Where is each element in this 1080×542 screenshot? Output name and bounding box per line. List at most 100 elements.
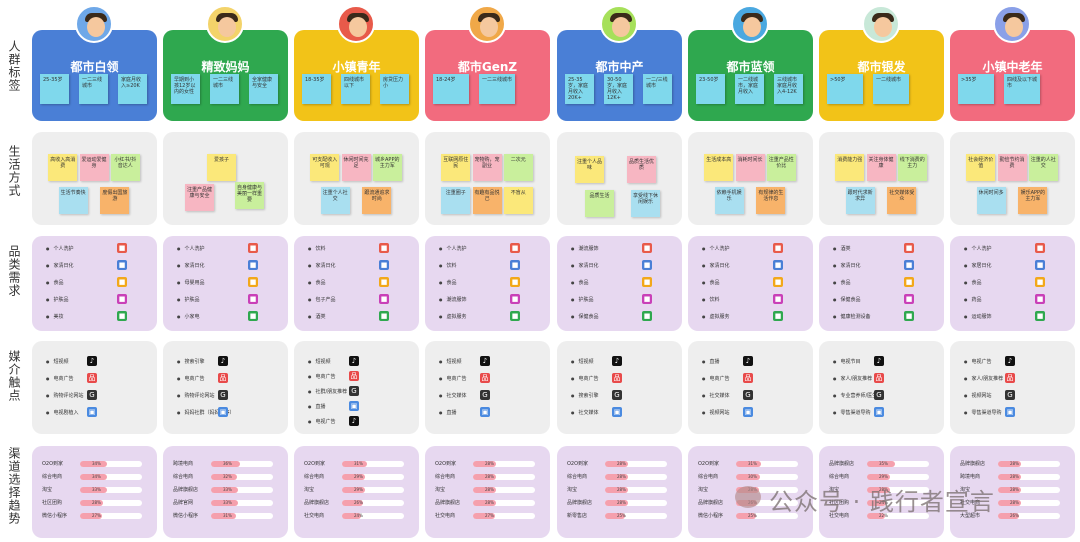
category-item: 护肤品 bbox=[571, 296, 594, 303]
channel-bar bbox=[342, 487, 366, 493]
channel-name: 淘宝 bbox=[698, 487, 709, 493]
channel-name: 跨境电商 bbox=[173, 461, 194, 467]
channel-bar-track: 28% bbox=[605, 461, 667, 467]
persona-tag: 30-50岁，家庭月收入12K+ bbox=[604, 74, 633, 104]
category-panel: 饮料■家清日化■食品■包子产品■酒类■ bbox=[294, 236, 419, 331]
media-item: 零售渠道导购 bbox=[964, 409, 1002, 416]
channel-name: 淘宝 bbox=[42, 487, 53, 493]
persona-title: 都市中产 bbox=[595, 60, 644, 74]
channel-bar-track: 28% bbox=[998, 487, 1060, 493]
channel-bar-track: 27% bbox=[80, 513, 142, 519]
channel-bar bbox=[80, 513, 102, 519]
channel-bar bbox=[211, 500, 238, 506]
persona-tag: 家庭月收入≥20K bbox=[118, 74, 147, 104]
lifestyle-note: 有趣有品悦己 bbox=[472, 187, 502, 214]
channel-percent: 34% bbox=[92, 461, 101, 466]
media-item: 搜索引擎 bbox=[177, 358, 205, 365]
media-icon: G bbox=[874, 390, 884, 400]
media-icon: G bbox=[218, 390, 228, 400]
category-item: 食品 bbox=[964, 279, 982, 286]
channel-name: 社交电商 bbox=[304, 513, 325, 519]
lifestyle-note: 注重产品健康与安全 bbox=[185, 184, 214, 211]
lifestyle-note: 高收入高消费 bbox=[48, 154, 78, 181]
channel-name: O2O到家 bbox=[304, 461, 326, 467]
channel-bar bbox=[342, 474, 366, 480]
channel-name: 淘宝 bbox=[567, 487, 578, 493]
category-icon: ■ bbox=[379, 243, 389, 253]
avatar bbox=[206, 5, 244, 43]
avatar bbox=[75, 5, 113, 43]
media-item: 购物评论网站 bbox=[177, 392, 215, 399]
category-icon: ■ bbox=[773, 277, 783, 287]
media-item: 电视广告 bbox=[308, 418, 336, 425]
channel-bar bbox=[605, 500, 628, 506]
category-item: 食品 bbox=[833, 279, 851, 286]
category-icon: ■ bbox=[510, 311, 520, 321]
category-item: 家清日化 bbox=[46, 262, 74, 269]
channel-bar bbox=[867, 461, 896, 467]
category-item: 食品 bbox=[308, 279, 326, 286]
lifestyle-note: 享受线下休闲娱乐 bbox=[631, 190, 660, 217]
lifestyle-note: 生活节奏快 bbox=[58, 187, 88, 214]
channel-bar-track: 28% bbox=[998, 461, 1060, 467]
lifestyle-note: 度假出国旅游 bbox=[100, 187, 130, 214]
channel-bar bbox=[736, 513, 757, 519]
media-icon: ♪ bbox=[349, 356, 359, 366]
channel-bar bbox=[80, 487, 107, 493]
channel-name: O2O到家 bbox=[42, 461, 64, 467]
channel-bar bbox=[605, 513, 626, 519]
channel-bar-track: 25% bbox=[605, 513, 667, 519]
channel-name: 社交电商 bbox=[435, 513, 456, 519]
category-icon: ■ bbox=[904, 277, 914, 287]
channel-percent: 28% bbox=[1010, 474, 1019, 479]
persona-tag: >35岁 bbox=[958, 74, 994, 104]
category-item: 家清日化 bbox=[833, 262, 861, 269]
lifestyle-panel: 注重个人品味品质生活优质品质生活享受线下休闲娱乐 bbox=[557, 132, 682, 225]
lifestyle-note: 注重的人社交 bbox=[1028, 154, 1058, 181]
channel-percent: 27% bbox=[485, 513, 494, 518]
media-icon: ♪ bbox=[349, 416, 359, 426]
channel-row: 跨境电商 36% bbox=[173, 460, 283, 468]
channel-bar-track: 33% bbox=[211, 487, 273, 493]
channel-bar-track: 32% bbox=[211, 474, 273, 480]
lifestyle-note: 线下消费的主力 bbox=[897, 154, 927, 181]
channel-bar bbox=[473, 513, 495, 519]
media-panel: 短视频♪电商广告品社交媒体G直播▣ bbox=[425, 341, 550, 434]
media-item: 社交媒体 bbox=[571, 409, 599, 416]
lifestyle-panel: 可支配收入可观休闲时间充足城乡APP的主力军注重个人社交跟流通追求时尚 bbox=[294, 132, 419, 225]
category-icon: ■ bbox=[642, 294, 652, 304]
category-icon: ■ bbox=[642, 260, 652, 270]
avatar bbox=[600, 5, 638, 43]
channel-name: 微信小程序 bbox=[173, 513, 199, 519]
media-item: 电商广告 bbox=[702, 375, 730, 382]
persona-tag: 四线及以下城市 bbox=[1004, 74, 1040, 104]
lifestyle-note: 城乡APP的主力军 bbox=[372, 154, 402, 181]
category-item: 母婴用品 bbox=[177, 279, 205, 286]
channel-name: 综合电商 bbox=[829, 474, 850, 480]
media-icon: 品 bbox=[218, 373, 228, 383]
channel-percent: 29% bbox=[354, 487, 363, 492]
channel-name: 社区团购 bbox=[42, 500, 63, 506]
category-panel: 个人洗护■家清日化■食品■护肤品■美妆■ bbox=[32, 236, 157, 331]
category-panel: 个人洗护■家居日化■食品■药品■运动服饰■ bbox=[950, 236, 1075, 331]
persona-card: 精致妈妈早期到小孩12岁以内的女性一二三线城市全家健康与安全 bbox=[163, 30, 288, 121]
category-icon: ■ bbox=[773, 294, 783, 304]
category-icon: ■ bbox=[510, 260, 520, 270]
channel-name: 社区团购 bbox=[829, 500, 850, 506]
category-item: 饮料 bbox=[439, 262, 457, 269]
channel-bar-track: 28% bbox=[473, 500, 535, 506]
channel-name: 大型超市 bbox=[960, 513, 981, 519]
channel-bar-track: 36% bbox=[211, 461, 273, 467]
channel-bar-track: 22% bbox=[867, 513, 929, 519]
category-item: 个人洗护 bbox=[964, 245, 992, 252]
category-icon: ■ bbox=[379, 260, 389, 270]
